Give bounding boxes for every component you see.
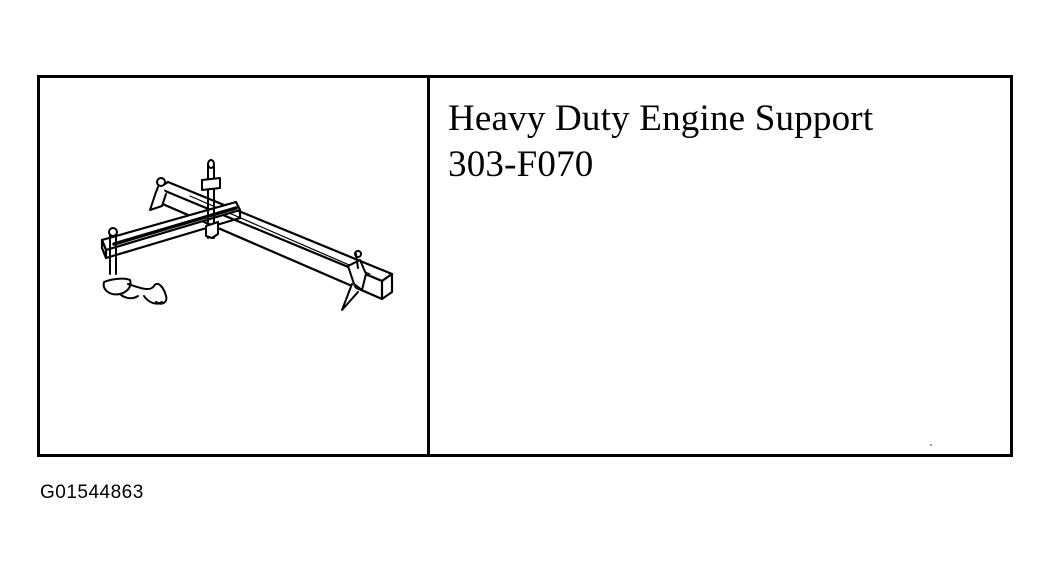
rear-hook xyxy=(149,177,167,211)
info-cell: Heavy Duty Engine Support 303-F070 xyxy=(430,78,1010,454)
scan-speck xyxy=(930,444,932,446)
tool-table: Heavy Duty Engine Support 303-F070 xyxy=(37,75,1013,457)
left-hanger xyxy=(102,227,168,305)
cross-beam xyxy=(100,200,242,260)
engine-support-illustration-icon xyxy=(100,159,394,311)
illustration-cell xyxy=(40,78,430,454)
tool-name: Heavy Duty Engine Support xyxy=(448,98,874,139)
figure-id: G01544863 xyxy=(40,482,144,503)
right-bracket xyxy=(341,250,367,311)
tool-part-number: 303-F070 xyxy=(448,144,594,185)
center-hanger xyxy=(201,159,221,239)
